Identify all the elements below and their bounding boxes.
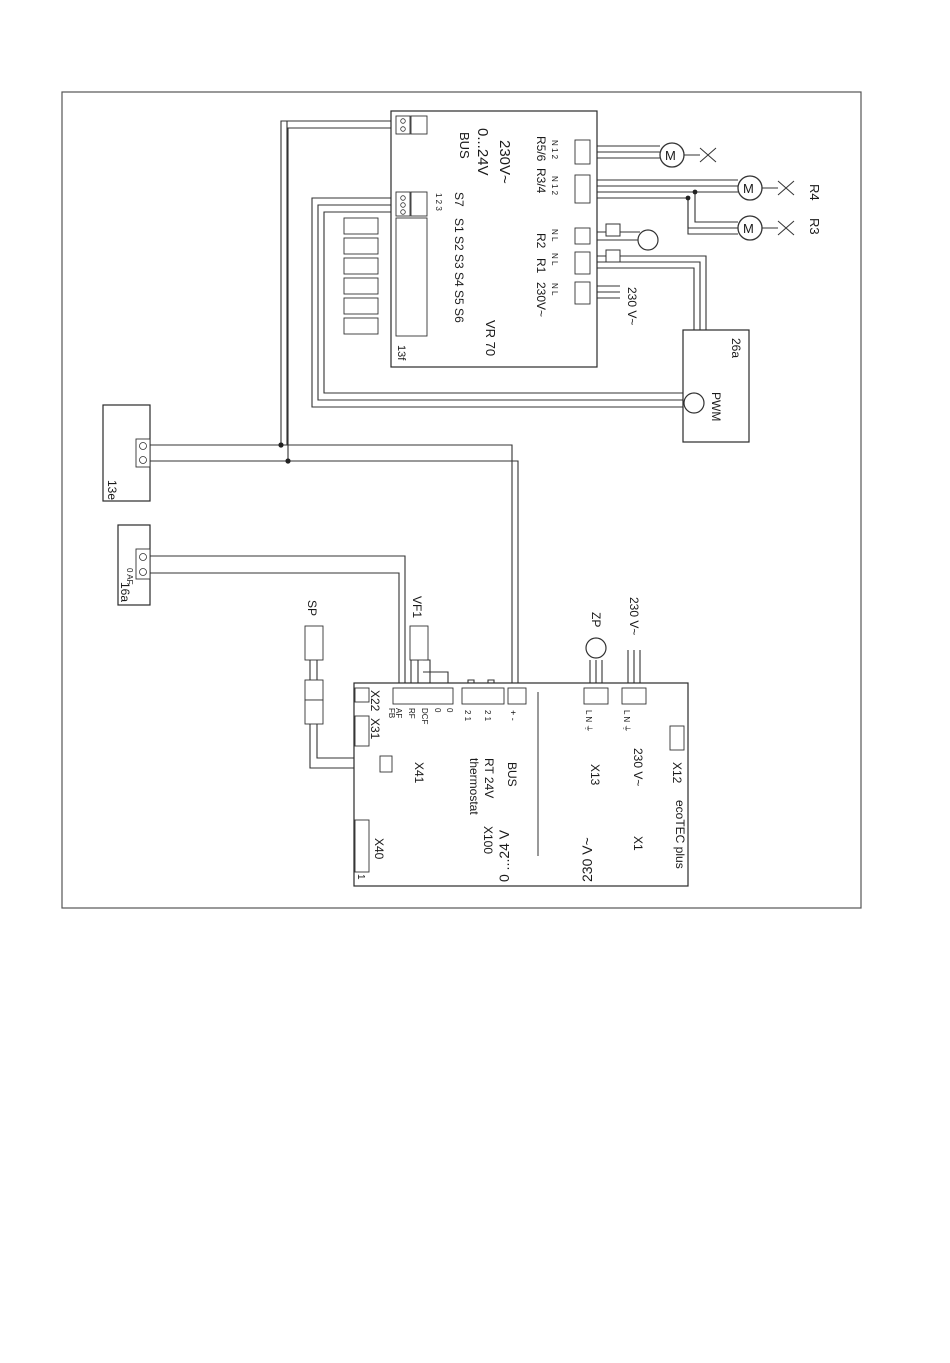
ecotec-x41-dcf: DCF <box>420 708 429 725</box>
svg-text:M: M <box>743 221 754 236</box>
ecotec-x41-zero-b: 0 <box>445 708 454 713</box>
ecotec-x13-pins: L N ⏚ <box>584 710 593 732</box>
ecotec-bus: BUS <box>505 762 519 787</box>
junction-dot <box>686 196 691 201</box>
vr70-s7-pins: 1 2 3 <box>434 193 443 211</box>
zp-pump-icon <box>586 638 606 658</box>
vr70-pins-nl-r1: N L <box>550 253 559 266</box>
ecotec-x22: X22 <box>368 690 382 712</box>
sensor-terminals <box>396 218 427 336</box>
vr70-r34: R3/4 <box>534 168 548 194</box>
module-13e-ref: 13e <box>105 480 119 500</box>
ecotec-x1: X1 <box>631 836 645 851</box>
relay-icon <box>606 224 620 236</box>
sensor-vf1 <box>410 626 428 660</box>
vr70-voltage-high: 230V~ <box>496 140 513 184</box>
sensor-zp-label: ZP <box>589 612 603 627</box>
vr70-ref: 13f <box>395 345 407 361</box>
ecotec-pin21-b: 2 1 <box>483 710 492 722</box>
vr70-pins-n12-mid: N 1 2 <box>550 176 559 196</box>
ecotec-voltage-high: 230 V~ <box>579 837 595 882</box>
svg-text:M: M <box>665 148 676 163</box>
relay-icon <box>606 250 620 262</box>
motor-valve-r56: M <box>660 143 716 167</box>
ecotec-x13: X13 <box>588 764 602 786</box>
svg-text:M: M <box>743 181 754 196</box>
vr70-supply-label: 230 V~ <box>625 287 639 325</box>
junction-dot <box>693 190 698 195</box>
ecotec-name: ecoTEC plus <box>673 800 687 869</box>
vr70-voltage-bottom: 230V~ <box>534 282 548 317</box>
sensor-supply-label: 230 V~ <box>627 597 641 635</box>
valve-r3-label: R3 <box>807 218 822 235</box>
vr70-sensor-labels: S1 S2 S3 S4 S5 S6 <box>452 218 466 323</box>
ecotec-x12: X12 <box>670 762 684 784</box>
ecotec-rt24v: RT 24V <box>482 758 496 798</box>
ecotec-x31: X31 <box>368 718 382 740</box>
vr70-title: VR 70 <box>483 320 498 356</box>
pwm-ref: 26a <box>729 338 743 358</box>
motor-valve-r4: M <box>738 176 794 200</box>
ecotec-x41-af: AF <box>394 708 403 718</box>
ecotec-x40: X40 <box>372 838 386 860</box>
motor-valve-r3: M <box>738 216 794 240</box>
vr70-s7-label: S7 <box>452 192 466 207</box>
ecotec-supply: 230 V~ <box>631 748 645 786</box>
ecotec-x100: X100 <box>481 826 495 854</box>
sensor-resistors <box>344 218 378 334</box>
ecotec-x41: X41 <box>412 762 426 784</box>
junction-dot <box>278 442 283 447</box>
ecotec-pin1: 1 <box>355 874 366 880</box>
ecotec-x41-zero-a: 0 <box>433 708 442 713</box>
vr70-bus-label: BUS <box>457 132 472 159</box>
vr70-r2: R2 <box>534 233 548 249</box>
module-16a-pins: 0 AF <box>125 568 134 585</box>
vr70-r1: R1 <box>534 258 548 274</box>
module-16a-ref: 16a <box>118 582 132 602</box>
ecotec-voltage-low: 0 ...24 V <box>496 829 512 882</box>
pump-icon <box>638 230 658 250</box>
sensor-vf1-label: VF1 <box>410 596 424 618</box>
vr70-pins-nl-r2: N L <box>550 229 559 242</box>
ecotec-x41-rf: RF <box>407 708 416 719</box>
vr70-voltage-low: 0...24V <box>474 128 491 176</box>
vr70-pins-nl-supply: N L <box>550 283 559 296</box>
vr70-r56: R5/6 <box>534 136 548 162</box>
sensor-sp-label: SP <box>305 600 319 616</box>
vr70-pins-n12-top: N 1 2 <box>550 140 559 160</box>
junction-dot <box>285 458 290 463</box>
sensor-sp <box>305 626 323 724</box>
ecotec-thermostat: thermostat <box>467 758 481 815</box>
pwm-label: PWM <box>709 392 723 421</box>
ecotec-pin-pm: + - <box>508 710 518 721</box>
ecotec-pin21-a: 2 1 <box>463 710 472 722</box>
ecotec-x1-pins: L N ⏚ <box>622 710 631 732</box>
valve-r4-label: R4 <box>807 184 822 201</box>
